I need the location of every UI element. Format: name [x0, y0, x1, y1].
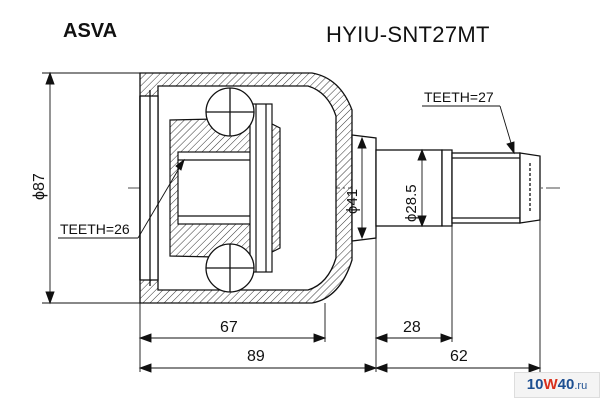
watermark-part-2: W	[543, 376, 558, 393]
len-62-label: 62	[450, 348, 468, 365]
dim-len-89-62	[138, 363, 542, 373]
stub-shaft	[351, 134, 541, 242]
dia-87-label: ϕ87	[31, 173, 48, 200]
dim-dia-28-5	[417, 148, 427, 228]
watermark-part-4: .ru	[574, 380, 588, 392]
dim-len-67-28	[138, 220, 541, 372]
watermark-part-1: 10	[526, 376, 544, 393]
len-89-label: 89	[247, 348, 265, 365]
dia-28-5-label: ϕ28.5	[403, 184, 420, 222]
leader-teeth-27	[422, 105, 515, 155]
ball-top	[205, 87, 255, 137]
dim-dia-87	[42, 71, 140, 305]
site-watermark: 10W40.ru	[514, 372, 600, 398]
watermark-part-3: 40	[557, 376, 575, 393]
ball-bottom	[205, 243, 255, 293]
leader-teeth-26	[58, 158, 185, 239]
dim-dia-41	[357, 136, 367, 240]
len-28-label: 28	[403, 319, 421, 336]
len-67-label: 67	[220, 319, 238, 336]
brand-name: ASVA	[63, 20, 118, 42]
teeth-26-label: TEETH=26	[60, 221, 130, 237]
inner-race	[169, 103, 281, 273]
dia-41-label: ϕ41	[344, 189, 361, 214]
teeth-27-label: TEETH=27	[424, 89, 494, 105]
part-number: HYIU-SNT27MT	[326, 22, 490, 47]
